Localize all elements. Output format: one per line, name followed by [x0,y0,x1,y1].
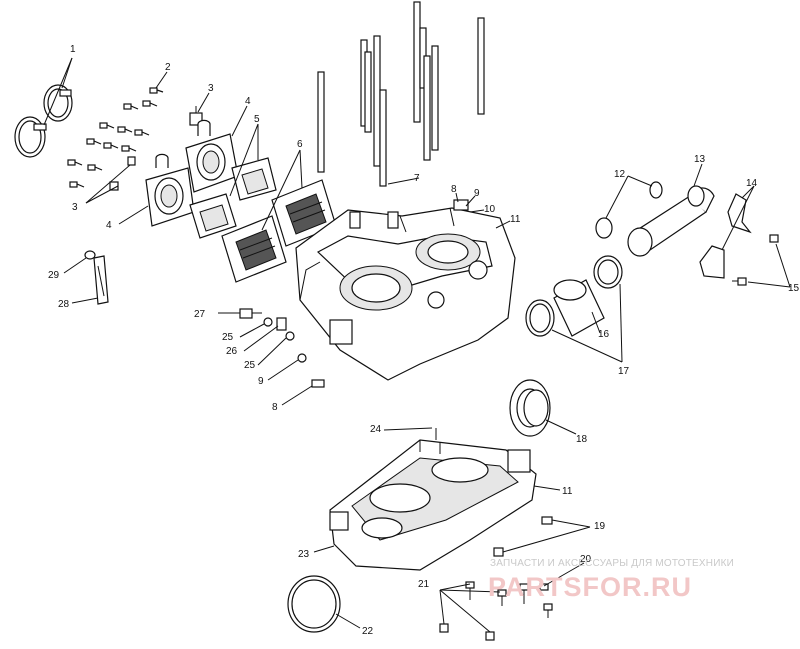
hose-clamps [14,84,73,158]
callout-23: 23 [298,549,310,560]
watermark-tagline: ЗАПЧАСТИ И АКСЕССУАРЫ ДЛЯ МОТОТЕХНИКИ [490,558,734,569]
callout-28: 28 [58,299,70,310]
cylinder-studs [317,1,485,187]
plugs [493,516,553,557]
callout-6: 6 [297,139,303,150]
intake-manifold-rear [185,119,239,193]
callout-7: 7 [414,173,420,184]
callout-13: 13 [694,154,706,165]
reed-valves [221,179,337,283]
callout-3: 3 [208,83,214,94]
callout-15: 15 [788,283,800,294]
callout-1: 1 [70,44,76,55]
callout-29: 29 [48,270,60,281]
callout-8: 8 [451,184,457,195]
callout-18: 18 [576,434,588,445]
crankcase-bolts [439,581,553,641]
coolant-hose [553,279,605,337]
callout-14: 14 [746,178,758,189]
callout-12: 12 [614,169,626,180]
callout-27: 27 [194,309,206,320]
upper-crankcase [295,199,516,381]
watermark: ЗАПЧАСТИ И АКСЕССУАРЫ ДЛЯ МОТОТЕХНИКИ PA… [488,558,734,602]
large-o-ring [287,575,341,633]
callout-labels: 1 2 3 3 4 4 5 6 7 8 9 10 11 12 13 14 15 … [48,44,800,637]
intake-manifold-front [145,153,195,227]
intake-screws [67,87,164,191]
callout-9: 9 [258,376,264,387]
callout-21: 21 [418,579,430,590]
callout-24: 24 [370,424,382,435]
hose-clamps-lower [525,255,623,337]
bracket-screws [732,234,779,286]
callout-25: 25 [244,360,256,371]
callout-19: 19 [594,521,606,532]
callout-22: 22 [362,626,374,637]
o-ring [595,181,663,239]
callout-2: 2 [165,62,171,73]
callout-5: 5 [254,114,260,125]
brackets [699,193,752,279]
callout-17: 17 [618,366,630,377]
callout-3: 3 [72,202,78,213]
crankshaft-seal [509,379,551,437]
callout-16: 16 [598,329,610,340]
callout-11: 11 [510,214,521,225]
side-small-parts [239,308,325,388]
callout-25: 25 [222,332,234,343]
callout-9: 9 [474,188,480,199]
reed-stuffers [189,157,277,239]
callout-11: 11 [562,486,573,497]
washer-and-strip [84,250,109,305]
lower-crankcase [329,439,537,571]
callout-20: 20 [580,554,592,565]
callout-26: 26 [226,346,238,357]
callout-4: 4 [245,96,251,107]
water-elbow [627,185,715,257]
callout-10: 10 [484,204,496,215]
callout-4: 4 [106,220,112,231]
watermark-brand: PARTSFOR.RU [488,572,692,602]
callout-8: 8 [272,402,278,413]
